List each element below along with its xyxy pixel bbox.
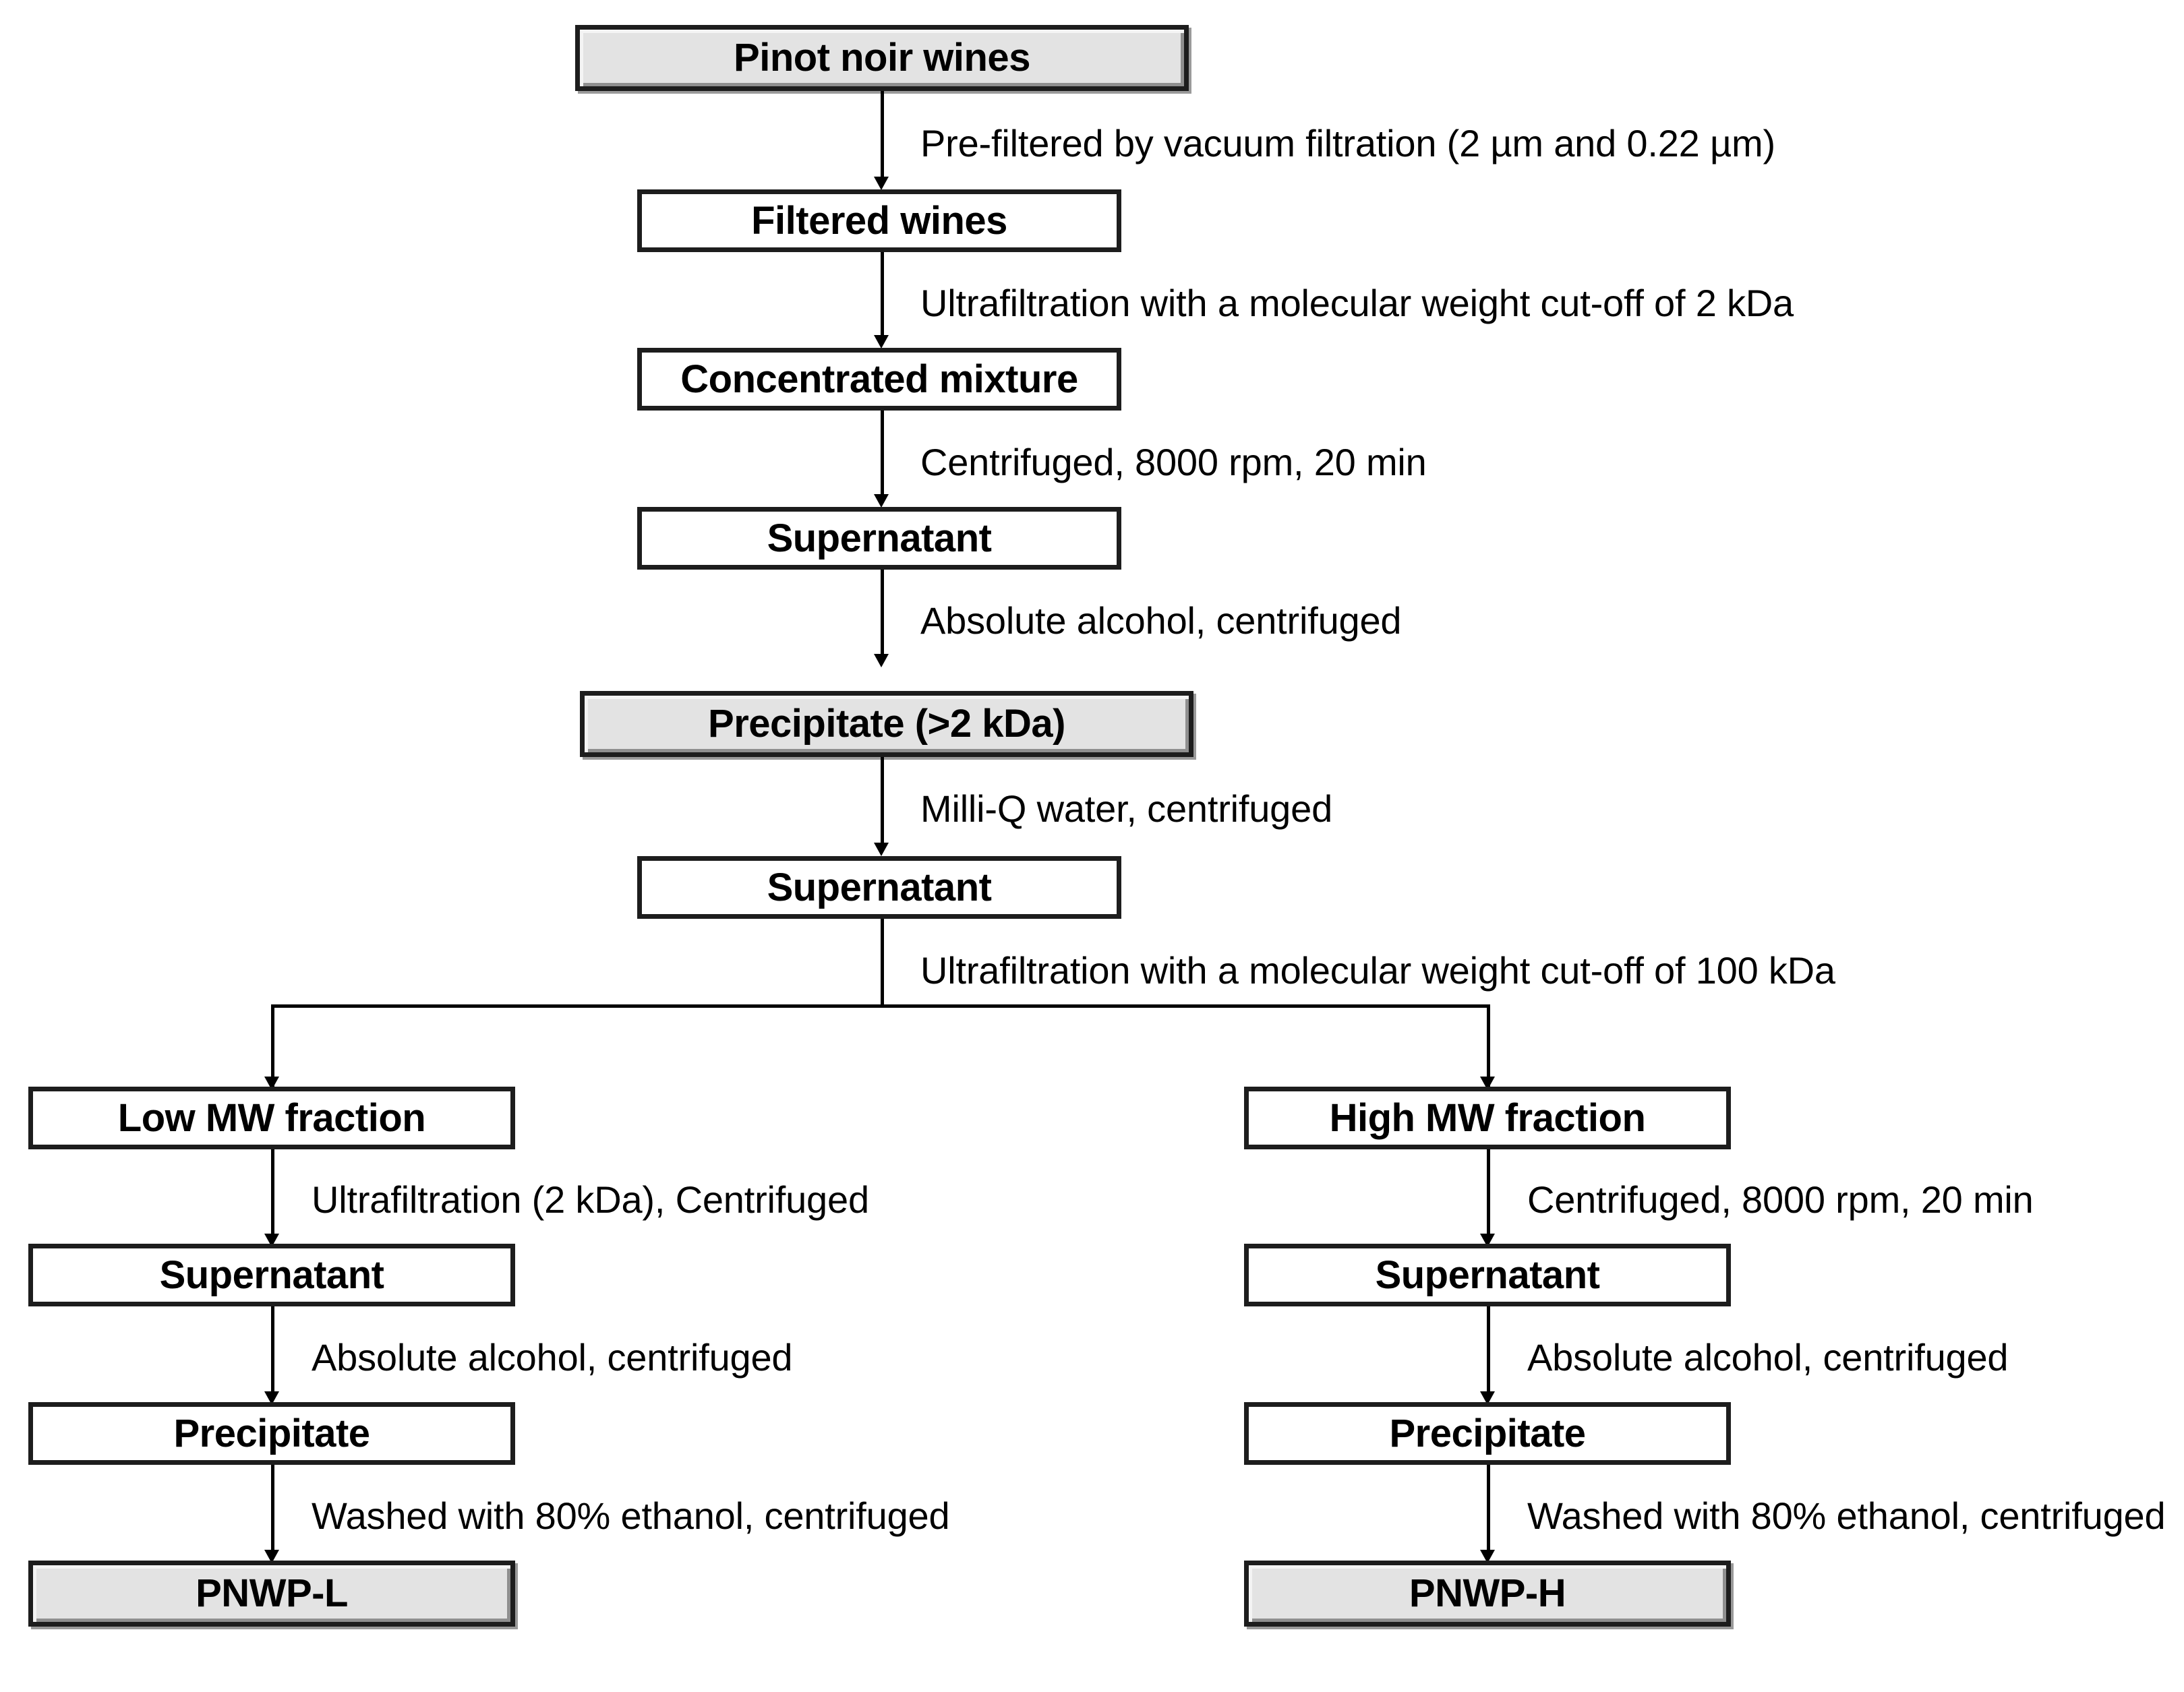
node-high-mw-fraction[interactable]: High MW fraction <box>1244 1087 1731 1149</box>
connector-precipitatelow-to-pnwpl <box>271 1465 274 1559</box>
edge-label-centrifuged-2: Centrifuged, 8000 rpm, 20 min <box>1527 1178 2034 1221</box>
edge-label-ultrafiltration-100kda: Ultrafiltration with a molecular weight … <box>920 949 1835 992</box>
node-label: High MW fraction <box>1329 1095 1646 1140</box>
arrowhead-supernatantlow-to-precipitate <box>264 1391 279 1405</box>
node-label: Precipitate <box>173 1411 370 1455</box>
node-pnwp-h[interactable]: PNWP-H <box>1244 1561 1731 1627</box>
node-label: PNWP-H <box>1409 1571 1566 1615</box>
edge-label-prefiltered: Pre-filtered by vacuum filtration (2 µm … <box>920 122 1775 164</box>
node-label: PNWP-L <box>196 1571 348 1615</box>
connector-concentrated-to-supernatant <box>881 411 884 503</box>
node-precipitate-high[interactable]: Precipitate <box>1244 1402 1731 1465</box>
edge-label-milliq-water: Milli-Q water, centrifuged <box>920 787 1333 830</box>
connector-supernatant-to-precipitate <box>881 570 884 663</box>
node-label: Supernatant <box>1375 1252 1600 1297</box>
connector-supernatanthigh-to-precipitate <box>1487 1306 1490 1400</box>
node-supernatant-1[interactable]: Supernatant <box>637 507 1121 570</box>
edge-label-ultrafiltration-2kda: Ultrafiltration with a molecular weight … <box>920 282 1794 324</box>
edge-label-washed-ethanol-low: Washed with 80% ethanol, centrifuged <box>312 1494 950 1537</box>
connector-precipitatehigh-to-pnwph <box>1487 1465 1490 1559</box>
edge-label-centrifuged-1: Centrifuged, 8000 rpm, 20 min <box>920 441 1427 483</box>
node-label: Low MW fraction <box>117 1095 426 1140</box>
edge-label-washed-ethanol-high: Washed with 80% ethanol, centrifuged <box>1527 1494 2166 1537</box>
edge-label-ultrafiltration-2kda-centrifuged: Ultrafiltration (2 kDa), Centrifuged <box>312 1178 869 1221</box>
node-supernatant-low[interactable]: Supernatant <box>28 1244 515 1306</box>
node-label: Supernatant <box>767 516 992 560</box>
node-label: Supernatant <box>159 1252 384 1297</box>
connector-split-right-drop <box>1487 1004 1490 1087</box>
edge-label-absolute-alcohol-1: Absolute alcohol, centrifuged <box>920 599 1402 642</box>
arrowhead-filtered-to-concentrated <box>874 335 889 349</box>
connector-highmw-to-supernatant <box>1487 1149 1490 1242</box>
connector-supernatantlow-to-precipitate <box>271 1306 274 1400</box>
node-filtered-wines[interactable]: Filtered wines <box>637 189 1121 252</box>
connector-split-left-drop <box>271 1004 274 1087</box>
arrowhead-precipitatehigh-to-pnwph <box>1480 1550 1495 1563</box>
node-label: Precipitate (>2 kDa) <box>708 702 1065 746</box>
node-supernatant-2[interactable]: Supernatant <box>637 856 1121 919</box>
node-precipitate-2kda[interactable]: Precipitate (>2 kDa) <box>580 691 1193 757</box>
arrowhead-supernatant-to-precipitate <box>874 654 889 667</box>
node-label: Precipitate <box>1389 1411 1586 1455</box>
node-supernatant-high[interactable]: Supernatant <box>1244 1244 1731 1306</box>
connector-lowmw-to-supernatant <box>271 1149 274 1242</box>
arrowhead-precipitatelow-to-pnwpl <box>264 1550 279 1563</box>
node-pnwp-l[interactable]: PNWP-L <box>28 1561 515 1627</box>
connector-precipitate-to-supernatant2 <box>881 757 884 851</box>
connector-split-bar <box>271 1004 1490 1008</box>
node-label: Filtered wines <box>751 198 1007 243</box>
arrowhead-precipitate-to-supernatant2 <box>874 843 889 856</box>
arrowhead-pinot-to-filtered <box>874 177 889 190</box>
connector-filtered-to-concentrated <box>881 252 884 344</box>
node-label: Pinot noir wines <box>734 36 1030 80</box>
connector-pinot-to-filtered <box>881 91 884 185</box>
arrowhead-concentrated-to-supernatant <box>874 494 889 508</box>
edge-label-absolute-alcohol-high: Absolute alcohol, centrifuged <box>1527 1336 2009 1379</box>
node-low-mw-fraction[interactable]: Low MW fraction <box>28 1087 515 1149</box>
node-pinot-noir-wines[interactable]: Pinot noir wines <box>575 25 1189 91</box>
node-concentrated-mixture[interactable]: Concentrated mixture <box>637 348 1121 411</box>
node-label: Supernatant <box>767 865 992 909</box>
edge-label-absolute-alcohol-low: Absolute alcohol, centrifuged <box>312 1336 793 1379</box>
arrowhead-supernatanthigh-to-precipitate <box>1480 1391 1495 1405</box>
node-label: Concentrated mixture <box>680 357 1078 401</box>
connector-supernatant2-to-split <box>881 919 884 1007</box>
node-precipitate-low[interactable]: Precipitate <box>28 1402 515 1465</box>
